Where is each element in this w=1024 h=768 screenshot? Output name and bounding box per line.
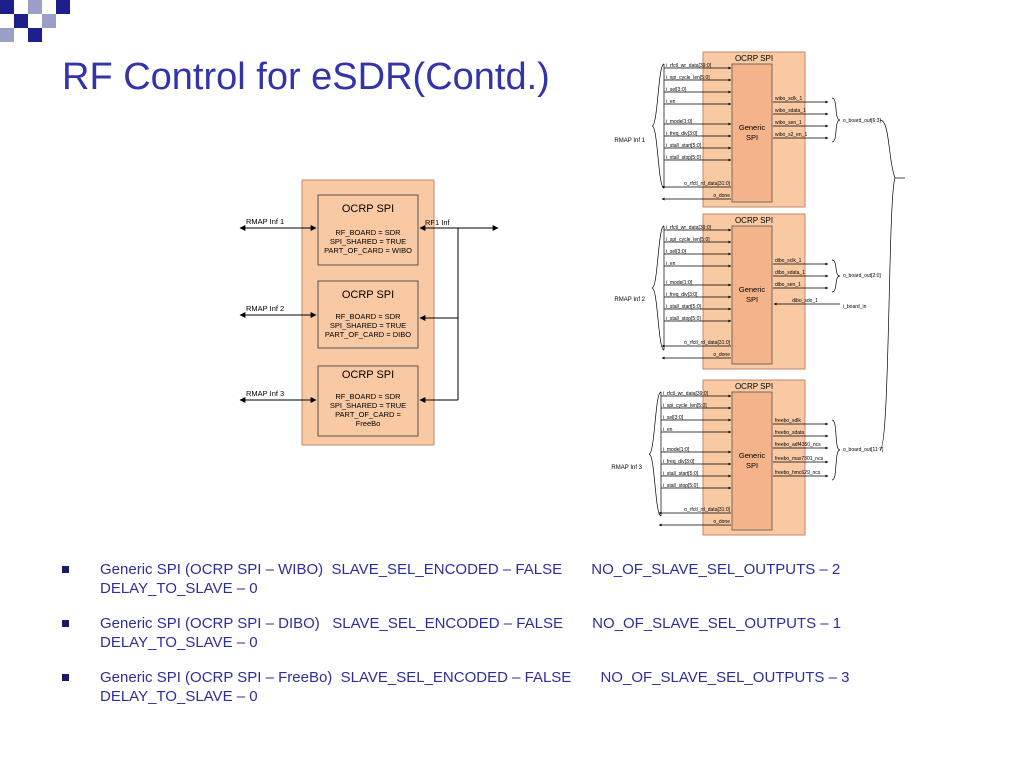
bullet-item: Generic SPI (OCRP SPI – WIBO) SLAVE_SEL_… (62, 560, 1002, 598)
block-line: RF_BOARD = SDR (335, 228, 401, 237)
input-port-label: i_freq_div[3:0] (666, 292, 698, 298)
output-port-label: o_rfctl_rd_data[31:0] (684, 181, 730, 187)
input-port-label: i_stall_stop[5:0] (666, 316, 701, 322)
output-port-label: o_done (713, 193, 730, 199)
spi-title: OCRP SPI (735, 382, 773, 391)
input-port-label: i_stall_start[5:0] (663, 471, 699, 477)
input-port-label: i_spi_cycle_len[5:0] (666, 237, 710, 243)
board-in-label: i_board_in (843, 304, 867, 310)
input-port-label: i_en (663, 427, 673, 433)
input-port-label: i_stall_start[5:0] (666, 304, 702, 310)
generic-spi-label: Generic (739, 285, 766, 294)
output-signal-label: wibo_sclk_1 (775, 96, 802, 102)
bullet-marker (62, 620, 69, 627)
left-spi-block-2: OCRP SPI RF_BOARD = SDR SPI_SHARED = TRU… (317, 280, 419, 349)
board-out-label: o_board_out[6:3] (843, 118, 881, 124)
right-spi-block-2: OCRP SPI Generic SPI RMAP Inf 2 i_rfctl_… (614, 213, 881, 370)
left-spi-block-3: OCRP SPI RF_BOARD = SDR SPI_SHARED = TRU… (317, 365, 419, 437)
output-signal-label: freebo_sdlk (775, 418, 801, 424)
input-port-label: i_en (666, 99, 676, 105)
rmap-label: RMAP Inf 1 (246, 217, 284, 226)
corner-decoration (0, 0, 70, 42)
input-port-label: i_stall_start[5:0] (666, 143, 702, 149)
output-signal-label: wibo_s2_en_1 (775, 132, 807, 138)
output-port-label: o_rfctl_rd_data[31:0] (684, 340, 730, 346)
bullet-marker (62, 674, 69, 681)
block-header: OCRP SPI (342, 203, 394, 215)
input-port-label: i_stall_stop[5:0] (666, 155, 701, 161)
bullet-marker (62, 566, 69, 573)
generic-spi-label: SPI (746, 461, 758, 470)
block-line: SPI_SHARED = TRUE (330, 401, 406, 410)
input-port-label: i_freq_div[3:0] (663, 459, 695, 465)
block-line: RF_BOARD = SDR (335, 312, 401, 321)
block-line: SPI_SHARED = TRUE (330, 237, 406, 246)
input-port-label: i_mode[1:0] (663, 447, 690, 453)
input-port-label: i_sel[3:0] (663, 415, 684, 421)
bullet-text: Generic SPI (OCRP SPI – DIBO) SLAVE_SEL_… (100, 615, 842, 651)
board-out-label: o_board_out[2:0] (843, 273, 881, 279)
spi-title: OCRP SPI (735, 54, 773, 63)
output-port-label: o_rfctl_rd_data[31:0] (684, 507, 730, 513)
rmap-label: RMAP Inf 1 (614, 138, 645, 144)
input-port-label: i_sel[3:0] (666, 249, 687, 255)
output-signal-label: freebo_adf4350_ncs (775, 442, 821, 448)
diagram-canvas: OCRP SPI RF_BOARD = SDR SPI_SHARED = TRU… (239, 51, 905, 536)
block-line: RF_BOARD = SDR (335, 392, 401, 401)
output-signal-label: freebo_max7301_ncs (775, 456, 824, 462)
input-port-label: i_sel[3:0] (666, 87, 687, 93)
input-port-label: i_rfctl_wr_data[39:0] (663, 391, 709, 397)
rmap-label: RMAP Inf 2 (614, 297, 645, 303)
block-line: SPI_SHARED = TRUE (330, 321, 406, 330)
generic-spi-label: Generic (739, 451, 766, 460)
input-port-label: i_stall_stop[5:0] (663, 483, 698, 489)
block-line: PART_OF_CARD = DIBO (325, 330, 411, 339)
input-port-label: i_freq_div[3:0] (666, 131, 698, 137)
output-signal-label: dibo_sen_1 (775, 282, 801, 288)
block-line: PART_OF_CARD = (335, 410, 401, 419)
bullet-text: Generic SPI (OCRP SPI – FreeBo) SLAVE_SE… (100, 669, 850, 705)
output-signal-label: dibo_sclk_1 (775, 258, 802, 264)
right-spi-block-3: OCRP SPI Generic SPI RMAP Inf 3 i_rfctl_… (611, 379, 884, 536)
generic-spi-label: SPI (746, 295, 758, 304)
bullet-text: Generic SPI (OCRP SPI – WIBO) SLAVE_SEL_… (100, 561, 841, 597)
bullet-item: Generic SPI (OCRP SPI – FreeBo) SLAVE_SE… (62, 668, 1002, 706)
input-port-label: i_spi_cycle_len[5:0] (663, 403, 707, 409)
output-port-label: o_done (713, 352, 730, 358)
spi-title: OCRP SPI (735, 216, 773, 225)
left-spi-diagram: OCRP SPI RF_BOARD = SDR SPI_SHARED = TRU… (239, 179, 499, 446)
output-signal-label: dibo_sdata_1 (775, 270, 805, 276)
board-out-brace (879, 119, 896, 451)
output-signal-label: freebo_hmc629_ncs (775, 470, 821, 476)
input-port-label: i_rfctl_wr_data[39:0] (666, 63, 712, 69)
input-port-label: i_en (666, 261, 676, 267)
generic-spi-label: Generic (739, 123, 766, 132)
slide-title: RF Control for eSDR(Contd.) (62, 56, 550, 98)
right-spi-block-1: OCRP SPI Generic SPI RMAP Inf 1 i_rfctl_… (614, 51, 881, 208)
rf-inf-label: RF1 Inf (425, 218, 451, 227)
input-port-label: i_mode[1:0] (666, 119, 693, 125)
output-signal-label: freebo_sdata (775, 430, 804, 436)
rmap-label: RMAP Inf 3 (611, 465, 642, 471)
block-line: FreeBo (356, 419, 381, 428)
input-port-label: i_spi_cycle_len[5:0] (666, 75, 710, 81)
block-header: OCRP SPI (342, 289, 394, 301)
output-signal-label: wibo_sen_1 (775, 120, 802, 126)
left-spi-block-1: OCRP SPI RF_BOARD = SDR SPI_SHARED = TRU… (317, 194, 419, 266)
output-signal-label: wibo_sdata_1 (775, 108, 806, 114)
output-port-label: o_done (713, 519, 730, 525)
bullet-item: Generic SPI (OCRP SPI – DIBO) SLAVE_SEL_… (62, 614, 1002, 652)
input-port-label: i_rfctl_wr_data[39:0] (666, 225, 712, 231)
input-port-label: i_mode[1:0] (666, 280, 693, 286)
input-signal-label: dibo_sdo_1 (792, 298, 818, 304)
board-out-label: o_board_out[11:7] (843, 447, 884, 453)
block-line: PART_OF_CARD = WIBO (324, 246, 412, 255)
generic-spi-label: SPI (746, 133, 758, 142)
rmap-label: RMAP Inf 3 (246, 389, 284, 398)
bullet-list: Generic SPI (OCRP SPI – WIBO) SLAVE_SEL_… (62, 560, 1002, 722)
rmap-label: RMAP Inf 2 (246, 304, 284, 313)
block-header: OCRP SPI (342, 369, 394, 381)
